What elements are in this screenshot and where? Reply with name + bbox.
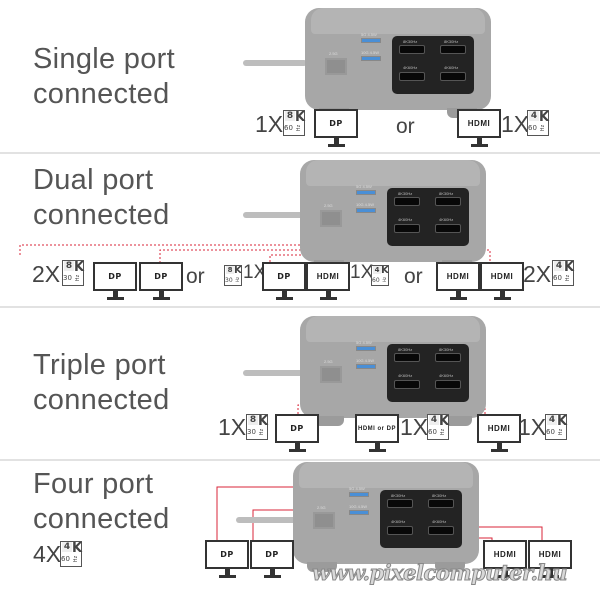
hdmi-port — [394, 380, 420, 389]
video-port-panel: 8K30Hz 8K30Hz 4K60Hz 4K60Hz — [392, 36, 474, 94]
monitor-dp: DP — [314, 109, 358, 149]
video-port-panel: 8K30Hz 8K30Hz 4K60Hz 4K60Hz — [387, 188, 469, 246]
section-divider — [0, 306, 600, 308]
monitor-dp: DP — [275, 414, 319, 454]
usb-port — [361, 38, 381, 43]
ethernet-port — [313, 512, 335, 529]
monitor-dp: DP — [139, 262, 183, 302]
dock-cable — [243, 370, 303, 376]
monitor-hdmi: HDMI — [436, 262, 480, 302]
video-port-panel: 8K30Hz 8K30Hz 4K60Hz 4K60Hz — [380, 490, 462, 548]
video-port-panel: 8K30Hz 8K30Hz 4K60Hz 4K60Hz — [387, 344, 469, 402]
monitor-hdmi: HDMI — [477, 414, 521, 454]
docking-station: 2.5G 5G 4.5W 10G 4.5W 8K30Hz 8K30Hz 4K60… — [300, 316, 486, 428]
usb-port — [361, 56, 381, 61]
count-label: 2X — [523, 261, 552, 287]
ethernet-port — [325, 58, 347, 75]
dock-cable — [243, 212, 303, 218]
monitor-dp: DP — [262, 262, 306, 302]
or-label: or — [404, 265, 423, 288]
dp-port — [435, 197, 461, 206]
usb-port — [356, 346, 376, 351]
monitor-hdmi: HDMI — [528, 540, 572, 580]
count-label: 1X — [350, 262, 374, 283]
watermark: www.pixelcomputer.hu — [312, 560, 568, 586]
count-label: 1X — [518, 414, 547, 440]
monitor-hdmi: HDMI — [457, 109, 501, 149]
section-divider — [0, 459, 600, 461]
monitor-dp: DP — [205, 540, 249, 580]
count-label: 1X — [400, 414, 429, 440]
or-label: or — [396, 115, 415, 138]
dp-port — [428, 499, 454, 508]
count-label: 1X — [243, 262, 267, 283]
monitor-dp: DP — [93, 262, 137, 302]
docking-station: 2.5G 5G 4.5W 10G 4.5W 8K30Hz 8K30Hz 4K60… — [305, 8, 491, 120]
monitor-hdmi: HDMI — [480, 262, 524, 302]
dp-port — [394, 197, 420, 206]
dp-port — [387, 499, 413, 508]
count-label: 2X — [32, 261, 61, 287]
monitor-hdmi-or-dp: HDMI or DP — [355, 414, 399, 454]
docking-station: 2.5G 5G 4.5W 10G 4.5W 8K30Hz 8K30Hz 4K60… — [293, 462, 479, 574]
hdmi-port — [387, 526, 413, 535]
section-divider — [0, 152, 600, 154]
usb-port — [356, 190, 376, 195]
hdmi-port — [440, 72, 466, 81]
usb-port — [356, 364, 376, 369]
count-label: 1X — [255, 111, 284, 137]
dp-port — [394, 353, 420, 362]
hdmi-port — [428, 526, 454, 535]
or-label: or — [186, 265, 205, 288]
ethernet-port — [320, 210, 342, 227]
usb-port — [349, 492, 369, 497]
monitor-dp: DP — [250, 540, 294, 580]
monitor-hdmi: HDMI — [483, 540, 527, 580]
hdmi-port — [399, 72, 425, 81]
docking-station: 2.5G 5G 4.5W 10G 4.5W 8K30Hz 8K30Hz 4K60… — [300, 160, 486, 272]
dp-port — [399, 45, 425, 54]
count-label: 1X — [501, 111, 530, 137]
dp-port — [435, 353, 461, 362]
dp-port — [440, 45, 466, 54]
ethernet-port — [320, 366, 342, 383]
dock-cable — [236, 517, 296, 523]
hdmi-port — [394, 224, 420, 233]
hdmi-port — [435, 380, 461, 389]
hdmi-port — [435, 224, 461, 233]
usb-port — [356, 208, 376, 213]
dock-cable — [243, 60, 307, 66]
usb-port — [349, 510, 369, 515]
count-label: 4X — [33, 541, 62, 567]
count-label: 1X — [218, 414, 247, 440]
monitor-hdmi: HDMI — [306, 262, 350, 302]
